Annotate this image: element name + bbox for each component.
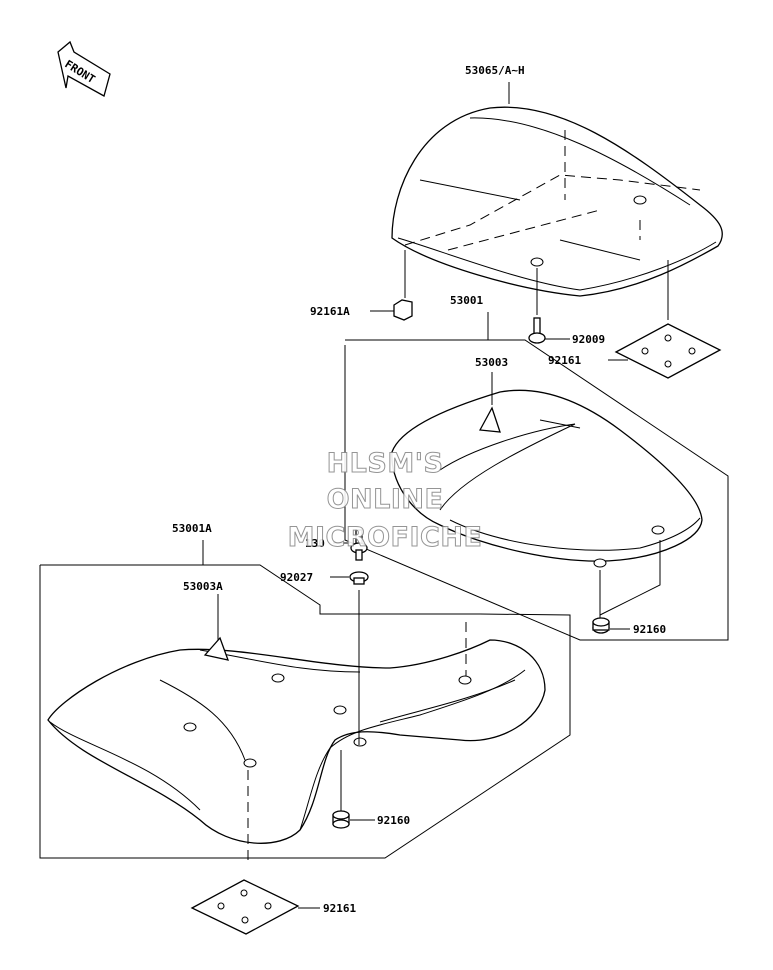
bolt-130 xyxy=(350,529,368,561)
label-damper-plate-bottom: 92161 xyxy=(323,902,356,915)
seat-cover-top xyxy=(391,106,723,297)
label-seat-assy-front: 53001A xyxy=(172,522,212,535)
watermark-line3: MICROFICHE xyxy=(288,522,483,553)
seat-rear xyxy=(391,389,703,568)
label-damper-rear: 92160 xyxy=(633,623,666,636)
label-bolt-130: 130 xyxy=(305,537,325,550)
label-collar: 92027 xyxy=(280,571,313,584)
damper-plate-bottom xyxy=(190,879,300,935)
frame-rear-seat xyxy=(344,339,729,641)
label-seat-rear: 53003 xyxy=(475,356,508,369)
damper-front xyxy=(332,810,350,829)
label-bolt-top: 92009 xyxy=(572,333,605,346)
stopper-block xyxy=(393,299,413,321)
watermark-line2: ONLINE xyxy=(327,484,444,515)
watermark-line1: HLSM'S xyxy=(327,448,444,479)
label-damper-front: 92160 xyxy=(377,814,410,827)
collar xyxy=(349,571,369,585)
bolt-top xyxy=(528,317,546,344)
label-seat-front: 53003A xyxy=(183,580,223,593)
damper-plate-top xyxy=(614,323,722,379)
label-stopper-top: 92161A xyxy=(310,305,350,318)
frame-front-seat xyxy=(39,564,571,859)
label-damper-plate-top: 92161 xyxy=(548,354,581,367)
seat-front xyxy=(47,636,546,844)
watermark: HLSM'S ONLINE MICROFICHE xyxy=(287,448,483,554)
damper-rear xyxy=(592,617,610,634)
label-seat-assy-rear: 53001 xyxy=(450,294,483,307)
front-arrow-icon: FRONT xyxy=(57,40,111,97)
label-seat-cover-top: 53065/A~H xyxy=(465,64,525,77)
